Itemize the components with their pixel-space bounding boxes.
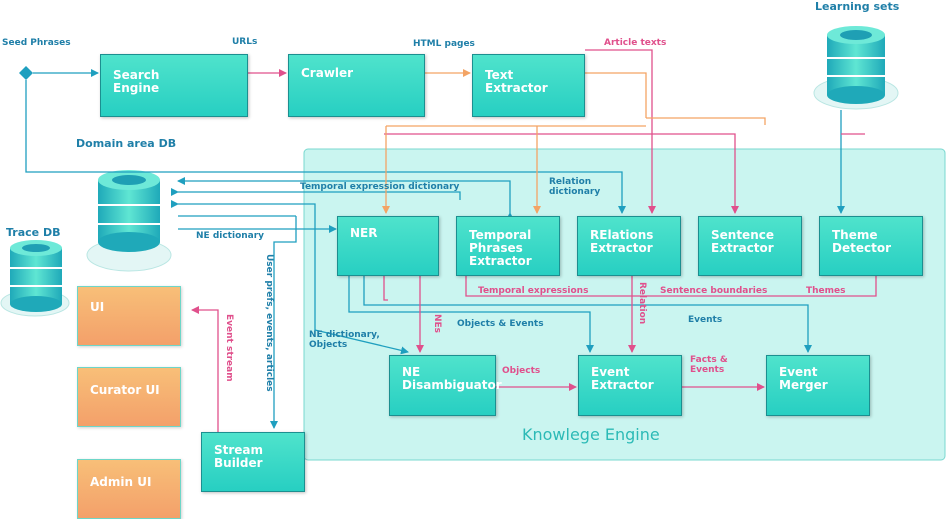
edge-label-objects: Objects: [502, 366, 541, 376]
edge-label-nes: NEs: [432, 314, 442, 334]
edge-label-relation: Relation: [637, 282, 647, 325]
edge-label-article-texts: Article texts: [604, 38, 667, 48]
learning-sets-heading: Learning sets: [815, 0, 900, 13]
search-engine-node[interactable]: Search Engine: [100, 54, 248, 117]
learning-sets-db-icon: [813, 26, 899, 110]
edge-label-themes: Themes: [806, 286, 846, 296]
text-extractor-node[interactable]: Text Extractor: [472, 54, 585, 117]
edge-label-ne-dictionary: NE dictionary: [196, 231, 265, 241]
crawler-node[interactable]: Crawler: [288, 54, 425, 117]
edge-label-temporal-expressions: Temporal expressions: [478, 286, 589, 296]
edge-label-sentence-boundaries: Sentence boundaries: [660, 286, 768, 296]
theme-detector-node[interactable]: Theme Detector: [819, 216, 923, 276]
edge-label-user-prefs: User prefs, events, articles: [264, 254, 274, 392]
knowledge-engine-label: Knowlege Engine: [522, 425, 660, 444]
seed-phrases-heading: Seed Phrases: [2, 38, 71, 48]
ner-node[interactable]: NER: [337, 216, 439, 276]
edge-label-urls: URLs: [232, 37, 258, 47]
curator-ui-node[interactable]: Curator UI: [77, 367, 181, 427]
edge-label-objects-events: Objects & Events: [457, 319, 544, 329]
edge-label-ne-dictionary-objects: NE dictionary, Objects: [309, 330, 380, 350]
blue-connectors: [25, 69, 845, 429]
edge-label-html-pages: HTML pages: [413, 39, 475, 49]
domain-area-db-heading: Domain area DB: [76, 137, 177, 150]
pink-connectors: [191, 49, 877, 432]
orange-connectors: [382, 69, 766, 214]
sentence-extractor-node[interactable]: Sentence Extractor: [698, 216, 802, 276]
ui-node[interactable]: UI: [77, 286, 181, 346]
edge-label-event-stream: Event stream: [224, 314, 234, 382]
seed-phrases-diamond-icon: [19, 66, 33, 80]
stream-builder-node[interactable]: Stream Builder: [201, 432, 305, 492]
edge-label-facts-events: Facts & Events: [690, 355, 728, 375]
relations-extractor-node[interactable]: RElations Extractor: [577, 216, 681, 276]
trace-db-icon: [0, 240, 70, 317]
edge-label-events: Events: [688, 315, 723, 325]
event-merger-node[interactable]: Event Merger: [766, 355, 870, 416]
event-extractor-node[interactable]: Event Extractor: [578, 355, 682, 416]
admin-ui-node[interactable]: Admin UI: [77, 459, 181, 519]
ne-disambiguator-node[interactable]: NE Disambiguator: [389, 355, 502, 416]
temporal-phrases-extractor-node[interactable]: Temporal Phrases Extractor: [456, 216, 560, 276]
domain-area-db-icon: [86, 170, 172, 272]
edge-label-temporal-expression-dictionary: Temporal expression dictionary: [300, 182, 460, 192]
trace-db-heading: Trace DB: [6, 226, 61, 239]
edge-label-relation-dictionary: Relation dictionary: [549, 177, 601, 197]
